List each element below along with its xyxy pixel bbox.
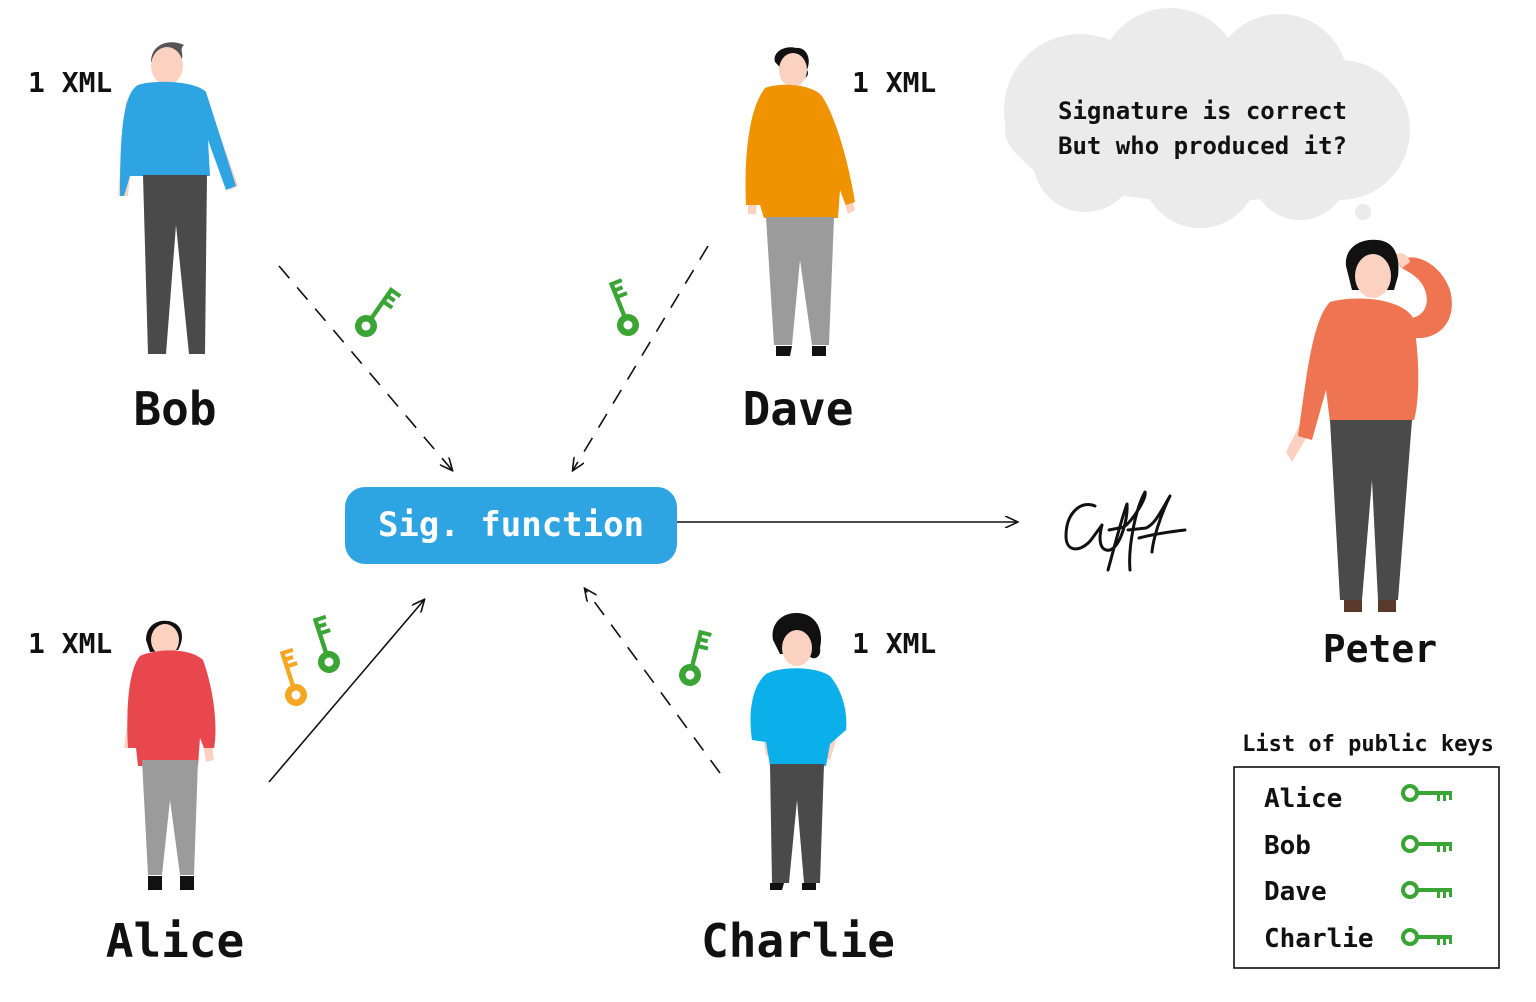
thought-line-2: But who produced it? — [1058, 132, 1347, 160]
dave-shirt — [745, 84, 855, 218]
person-charlie: 1 XML Charlie — [701, 612, 936, 968]
public-key-entry: Charlie — [1264, 924, 1454, 954]
bob-to-function-arrow — [278, 265, 452, 470]
person-bob: 1 XML Bob — [28, 42, 238, 436]
connectors — [268, 245, 1017, 783]
dave-to-function-arrow — [573, 245, 709, 470]
public-key-entry: Bob — [1264, 831, 1454, 861]
dave-xml-count: 1 XML — [852, 66, 936, 99]
charlie-face — [782, 630, 812, 666]
alice-to-function-arrow — [268, 600, 424, 783]
thought-line-1: Signature is correct — [1058, 97, 1347, 125]
sig-function-box: Sig. function — [345, 487, 677, 564]
bob-shirt — [120, 81, 236, 196]
alice-shoes — [148, 876, 194, 890]
peter-face — [1355, 254, 1391, 298]
public-key-list-title: List of public keys — [1242, 732, 1494, 757]
orange-key-icon — [271, 647, 310, 709]
charlie-to-function-arrow — [585, 589, 721, 774]
charlie-name-label: Charlie — [701, 914, 895, 968]
peter-name-label: Peter — [1323, 627, 1437, 671]
public-key-entry-name: Alice — [1264, 784, 1342, 814]
public-key-entry: Alice — [1264, 784, 1454, 814]
dave-name-label: Dave — [743, 382, 854, 436]
public-key-list-box — [1233, 766, 1500, 969]
alice-face — [151, 624, 179, 656]
dave-shoes — [776, 346, 826, 356]
peter-hand — [1394, 253, 1410, 268]
signature-icon — [1064, 490, 1187, 572]
sig-function-label: Sig. function — [378, 505, 644, 545]
green-key-icon — [350, 282, 402, 342]
peter-pants — [1330, 420, 1412, 600]
bob-pants — [143, 175, 207, 354]
charlie-pants — [770, 764, 824, 883]
bob-face — [151, 47, 183, 85]
alice-name-label: Alice — [106, 914, 244, 968]
public-key-entry-name: Charlie — [1264, 924, 1374, 954]
alice-shirt — [127, 650, 216, 766]
alice-xml-count: 1 XML — [28, 627, 112, 660]
person-alice: 1 XML Alice — [28, 620, 244, 968]
bob-xml-count: 1 XML — [28, 66, 112, 99]
dave-face — [779, 53, 807, 87]
person-peter: Peter — [1286, 239, 1452, 671]
charlie-shoes — [770, 883, 816, 890]
green-key-icon — [600, 278, 643, 340]
public-key-entry-name: Dave — [1264, 877, 1327, 907]
bob-name-label: Bob — [133, 382, 216, 436]
charlie-xml-count: 1 XML — [852, 627, 936, 660]
public-key-entry-name: Bob — [1264, 831, 1311, 861]
green-key-icon — [676, 627, 712, 689]
dave-pants — [766, 217, 834, 345]
green-key-icon — [304, 614, 343, 676]
person-dave: 1 XML Dave — [743, 47, 936, 436]
public-key-entry: Dave — [1264, 877, 1454, 907]
alice-pants — [142, 760, 198, 875]
thought-bubble: Signature is correct But who produced it… — [1004, 8, 1410, 228]
public-key-list: List of public keys Alice Bob Dave Charl… — [1233, 732, 1500, 969]
peter-shirt — [1298, 298, 1419, 440]
peter-shoes — [1344, 600, 1396, 612]
charlie-shirt — [750, 668, 847, 766]
